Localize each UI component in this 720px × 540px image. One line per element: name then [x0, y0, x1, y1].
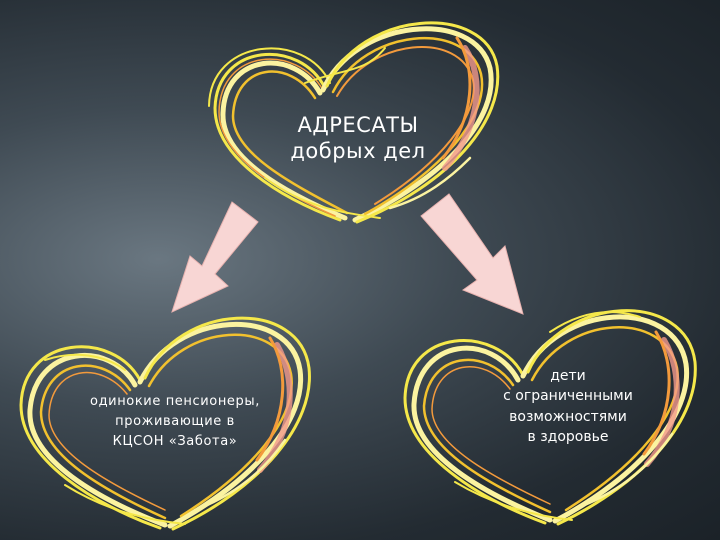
- arrow-to-left-heart: [171, 201, 259, 313]
- left-heart-line-3: КЦСОН «Забота»: [112, 434, 238, 450]
- heart-right: [403, 309, 697, 526]
- right-heart-line-4: в здоровье: [527, 428, 609, 445]
- left-heart-line-1: одинокие пенсионеры,: [90, 394, 260, 409]
- right-heart-label: дети с ограниченными возможностями в здо…: [468, 366, 668, 447]
- top-heart-line-1: АДРЕСАТЫ: [297, 113, 419, 137]
- right-heart-line-1: дети: [550, 368, 586, 384]
- left-heart-line-2: проживающие в: [115, 414, 235, 430]
- top-heart-label: АДРЕСАТЫ добрых дел: [258, 112, 458, 165]
- heart-top: [208, 21, 500, 224]
- left-heart-label: одинокие пенсионеры, проживающие в КЦСОН…: [70, 392, 280, 452]
- top-heart-line-2: добрых дел: [290, 139, 426, 164]
- right-heart-line-3: возможностями: [509, 408, 627, 425]
- heart-left: [19, 316, 311, 531]
- right-heart-line-2: с ограниченными: [503, 388, 633, 405]
- arrow-to-right-heart: [420, 193, 524, 315]
